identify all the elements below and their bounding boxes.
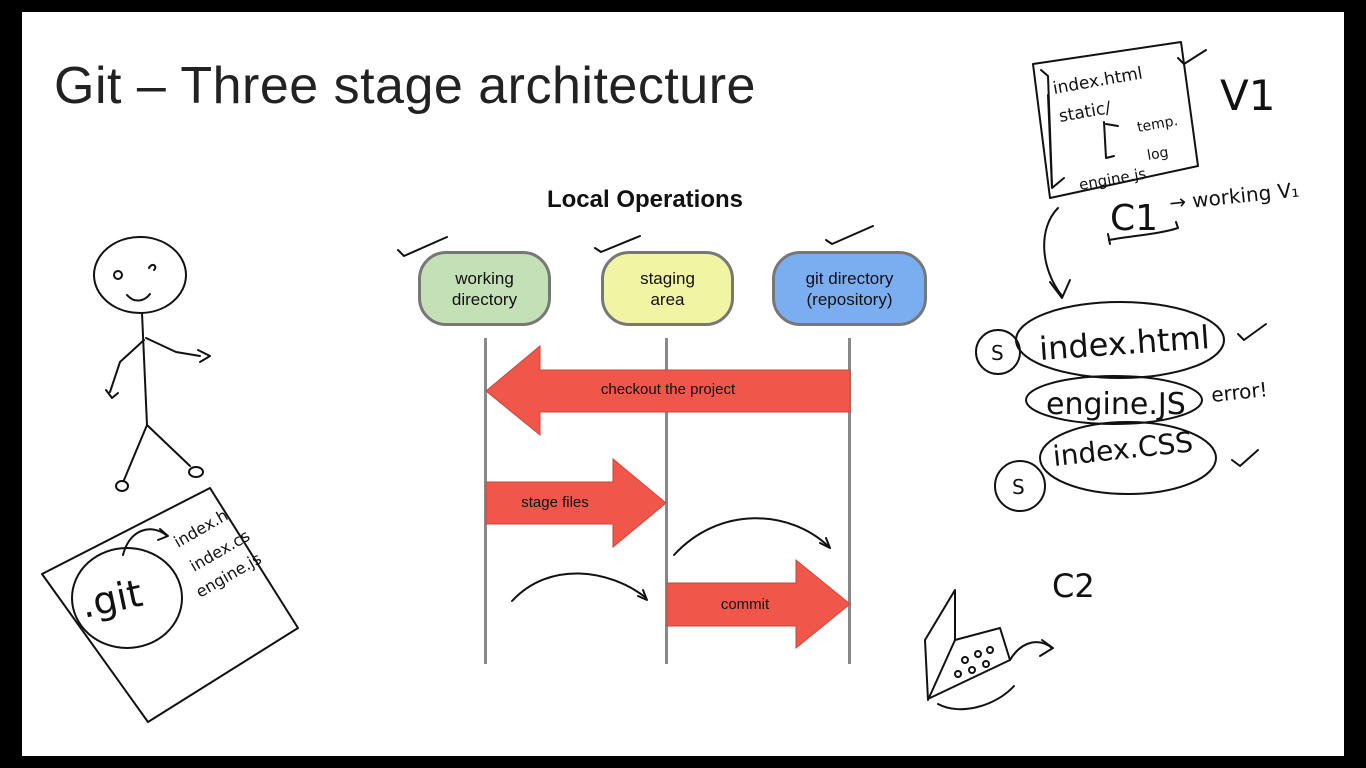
git-box-label: .git xyxy=(77,571,146,627)
file-list-sketch xyxy=(975,301,1267,512)
stage-staging-area: staging area xyxy=(601,251,734,326)
laptop-sketch xyxy=(924,589,1054,711)
check-mark xyxy=(594,235,641,253)
check-mark xyxy=(397,236,448,257)
commit-2-label: C2 xyxy=(1052,567,1095,605)
commit-label: commit xyxy=(720,596,770,613)
folder-file-3: temp. xyxy=(1136,113,1179,136)
error-note: error! xyxy=(1210,377,1269,407)
curved-arrow xyxy=(511,572,646,602)
curved-arrow-head xyxy=(637,589,648,601)
stage-files-label: stage files xyxy=(521,494,589,511)
file-item-1: index.html xyxy=(1038,318,1211,368)
curved-arrow xyxy=(673,517,829,556)
lane-staging-area xyxy=(665,338,668,664)
commit-arrow xyxy=(666,558,851,650)
stage-files-arrow xyxy=(485,457,667,549)
folder-file-1: index.html xyxy=(1051,63,1144,98)
slide-title: Git – Three stage architecture xyxy=(54,57,756,115)
check-mark xyxy=(825,225,874,245)
diagram-title: Local Operations xyxy=(546,186,744,213)
staged-marker-1: S xyxy=(991,341,1004,365)
working-note: → working V₁ xyxy=(1168,177,1300,215)
git-box-sketch xyxy=(41,487,299,723)
stick-figure xyxy=(93,236,211,492)
version-label: V1 xyxy=(1220,71,1275,120)
lane-git-directory xyxy=(848,338,851,664)
folder-file-4: log xyxy=(1146,144,1170,163)
file-item-2: engine.JS xyxy=(1046,387,1186,422)
stage-working-directory: working directory xyxy=(418,251,551,326)
staged-marker-2: S xyxy=(1012,475,1025,499)
file-item-3: index.CSS xyxy=(1051,425,1194,473)
stage-git-directory: git directory (repository) xyxy=(772,251,927,326)
folder-file-5: engine.js xyxy=(1078,164,1148,194)
commit-1-label: C1 xyxy=(1110,198,1158,239)
folder-sketch xyxy=(1032,41,1207,299)
checkout-arrow xyxy=(485,344,851,437)
checkout-label: checkout the project xyxy=(600,381,736,398)
curved-arrow-head xyxy=(819,537,831,549)
